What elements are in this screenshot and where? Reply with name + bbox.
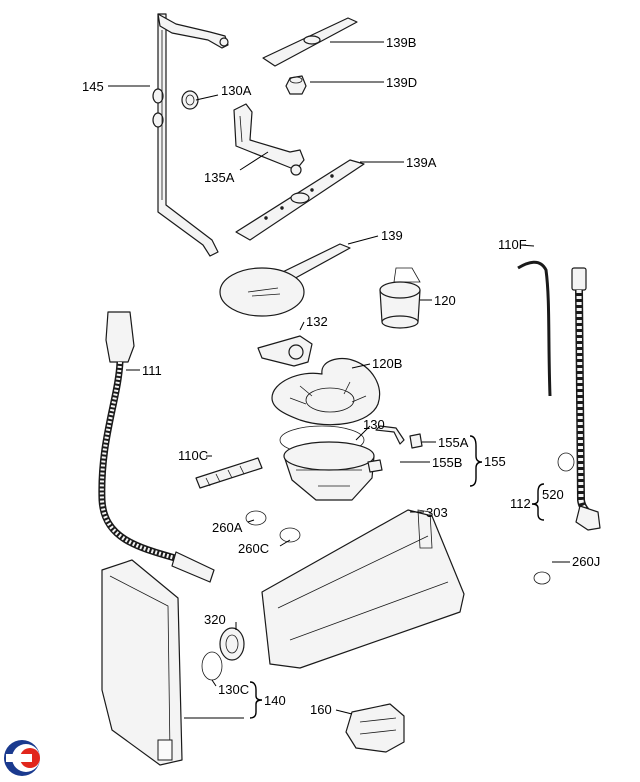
- part-sump: [283, 441, 383, 501]
- label-120b: 120B: [372, 356, 402, 371]
- part-110f-tube: [517, 260, 552, 397]
- part-120b-filter-screen: [271, 357, 381, 426]
- label-112: 112: [510, 496, 531, 511]
- label-139d: 139D: [386, 75, 417, 90]
- label-130a: 130A: [221, 83, 252, 98]
- label-260c: 260C: [238, 541, 269, 556]
- label-120: 120: [434, 293, 456, 308]
- label-160: 160: [310, 702, 332, 717]
- part-260c-clamp: [279, 527, 301, 543]
- label-155b: 155B: [432, 455, 462, 470]
- part-139a-middle-spray-arm: [235, 159, 365, 241]
- part-155b-hose: [375, 425, 405, 445]
- label-520: 520: [542, 487, 564, 502]
- brace-112: [531, 483, 545, 521]
- part-110c-hose: [195, 457, 263, 489]
- part-140-panel: [101, 559, 183, 766]
- label-110f: 110F: [498, 237, 527, 252]
- label-155: 155: [484, 454, 506, 469]
- label-130: 130: [363, 417, 385, 432]
- label-139b: 139B: [386, 35, 416, 50]
- label-155a: 155A: [438, 435, 469, 450]
- part-139d-nut: [285, 75, 307, 95]
- label-110c: 110C: [178, 448, 208, 463]
- leader-lines: [108, 41, 570, 719]
- part-303-base: [261, 509, 465, 669]
- brace-140: [249, 681, 263, 719]
- part-155a-connector: [409, 433, 423, 449]
- part-112-drain-hose: [571, 267, 601, 531]
- label-140: 140: [264, 693, 286, 708]
- label-139: 139: [381, 228, 403, 243]
- label-130c: 130C: [218, 682, 249, 697]
- part-135a-arm-holder: [233, 103, 305, 176]
- brand-logo: [4, 740, 40, 776]
- label-139a: 139A: [406, 155, 437, 170]
- part-120-filter: [379, 267, 421, 329]
- part-260j-clamp: [533, 571, 551, 585]
- part-320-seal: [219, 627, 245, 661]
- part-260a-clamp: [245, 510, 267, 526]
- label-111: 111: [142, 363, 162, 378]
- brace-155: [469, 435, 483, 487]
- part-132-valve: [257, 335, 313, 367]
- label-145: 145: [82, 79, 104, 94]
- label-260a: 260A: [212, 520, 243, 535]
- part-139b-upper-spray-arm: [262, 17, 358, 67]
- part-130a-seal: [181, 90, 199, 110]
- label-260j: 260J: [572, 554, 600, 569]
- part-520-clamp: [557, 452, 575, 472]
- part-145-feed-tube: [152, 13, 229, 257]
- part-160-pump: [345, 703, 405, 753]
- part-111-inlet-hose: [98, 311, 215, 583]
- label-303: 303: [426, 505, 448, 520]
- part-130c-seal: [201, 651, 223, 681]
- label-320: 320: [204, 612, 226, 627]
- label-132: 132: [306, 314, 328, 329]
- part-filter-plate: [219, 267, 305, 317]
- part-labels: 145 130A 139B 139D 135A 139A 139 110F 12…: [82, 35, 600, 717]
- label-135a: 135A: [204, 170, 235, 185]
